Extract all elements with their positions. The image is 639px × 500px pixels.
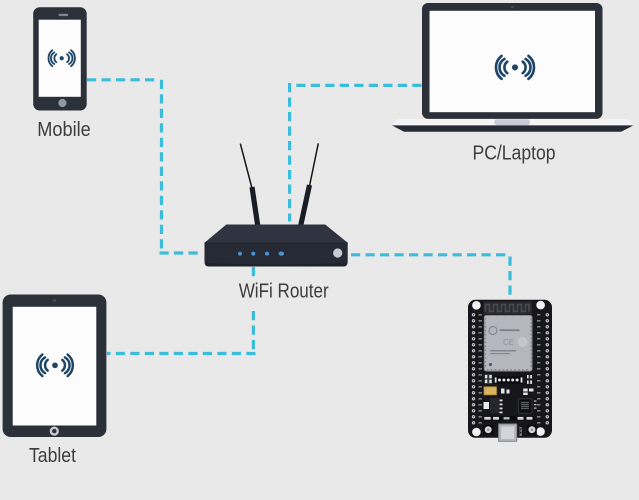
svg-text:WiFi Router: WiFi Router bbox=[239, 281, 329, 303]
svg-text:BOOT: BOOT bbox=[519, 426, 523, 436]
svg-text:PC/Laptop: PC/Laptop bbox=[473, 143, 556, 165]
svg-text:Mobile: Mobile bbox=[37, 119, 91, 141]
svg-text:CE: CE bbox=[503, 338, 514, 347]
svg-text:Tablet: Tablet bbox=[29, 445, 76, 467]
